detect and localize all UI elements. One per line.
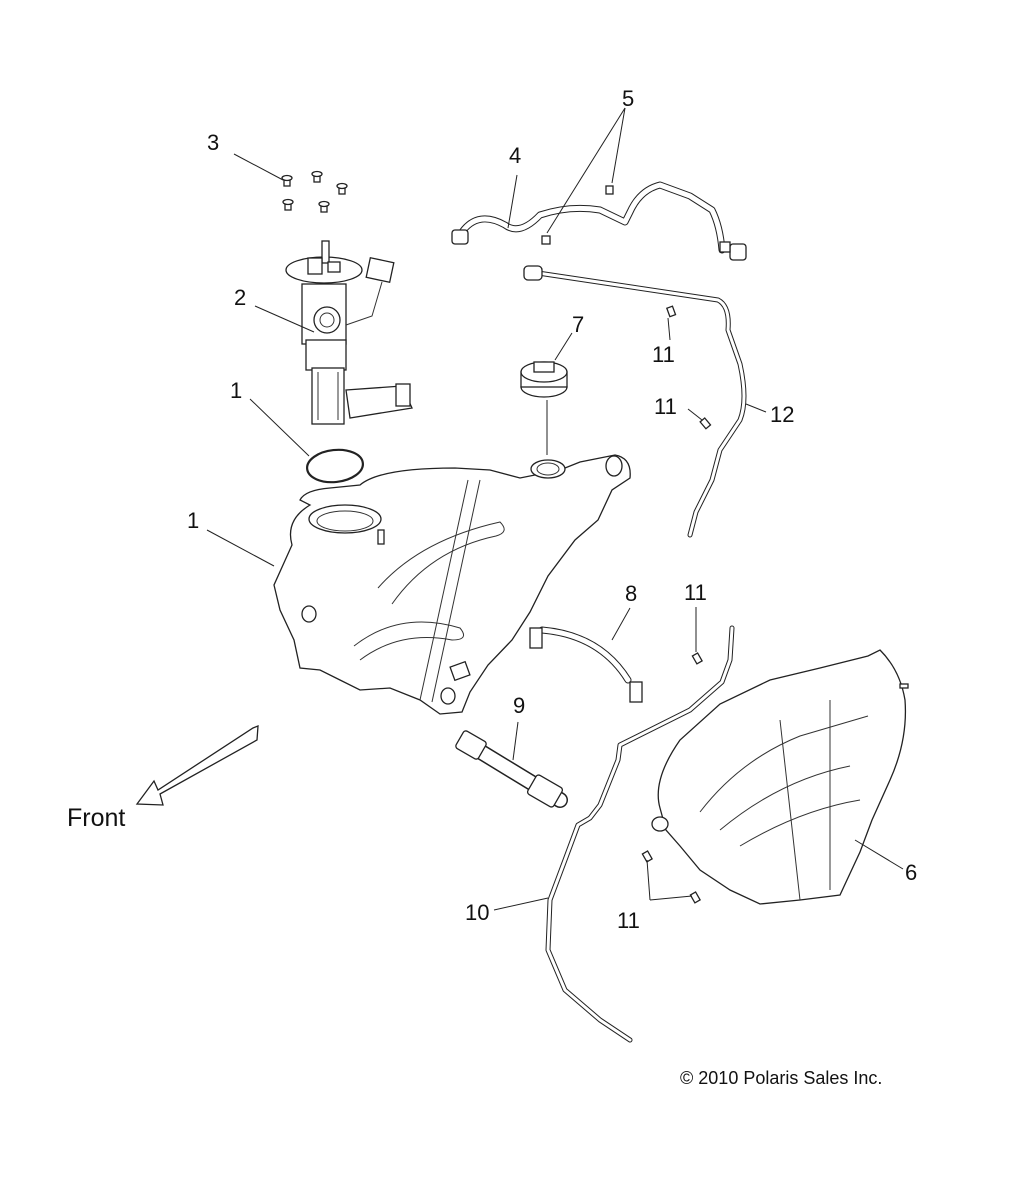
leader-lines: [206, 107, 904, 911]
seal-ring: [306, 448, 364, 484]
callout-5: 4: [509, 143, 521, 168]
callout-12: 12: [770, 402, 794, 427]
callout-10: 10: [465, 900, 489, 925]
front-arrow: [135, 725, 259, 806]
fuel-tank-right: [651, 649, 909, 905]
fuel-tank-main: [273, 454, 631, 715]
copyright-notice: © 2010 Polaris Sales Inc.: [680, 1068, 882, 1089]
vent-line-12: [523, 265, 747, 538]
callout-1-right: 6: [905, 860, 917, 885]
front-label: Front: [67, 804, 125, 832]
clip-fasteners: [641, 305, 712, 904]
callout-2: 1: [230, 378, 242, 403]
callout-7: 7: [572, 312, 584, 337]
fuel-hose: [451, 181, 747, 261]
callout-8: 8: [625, 581, 637, 606]
copyright-symbol: ©: [680, 1068, 694, 1088]
callout-11-bottom: 11: [617, 908, 640, 933]
callout-3: 2: [234, 285, 246, 310]
callout-11-mid: 11: [654, 394, 677, 419]
callout-11-right: 11: [684, 580, 707, 605]
callout-4: 3: [207, 130, 219, 155]
callout-1-left: 1: [187, 508, 199, 533]
callout-9: 9: [513, 693, 525, 718]
screws: [281, 170, 348, 213]
vent-line-10: [545, 625, 735, 1043]
copyright-text: 2010 Polaris Sales Inc.: [698, 1068, 883, 1088]
callout-6: 5: [622, 86, 634, 111]
fuel-pump: [285, 240, 413, 425]
hose-8: [529, 626, 643, 703]
callout-11-top: 11: [652, 342, 675, 367]
clips: [541, 185, 614, 245]
filler-tube: [455, 730, 568, 808]
fuel-cap: [520, 361, 568, 455]
